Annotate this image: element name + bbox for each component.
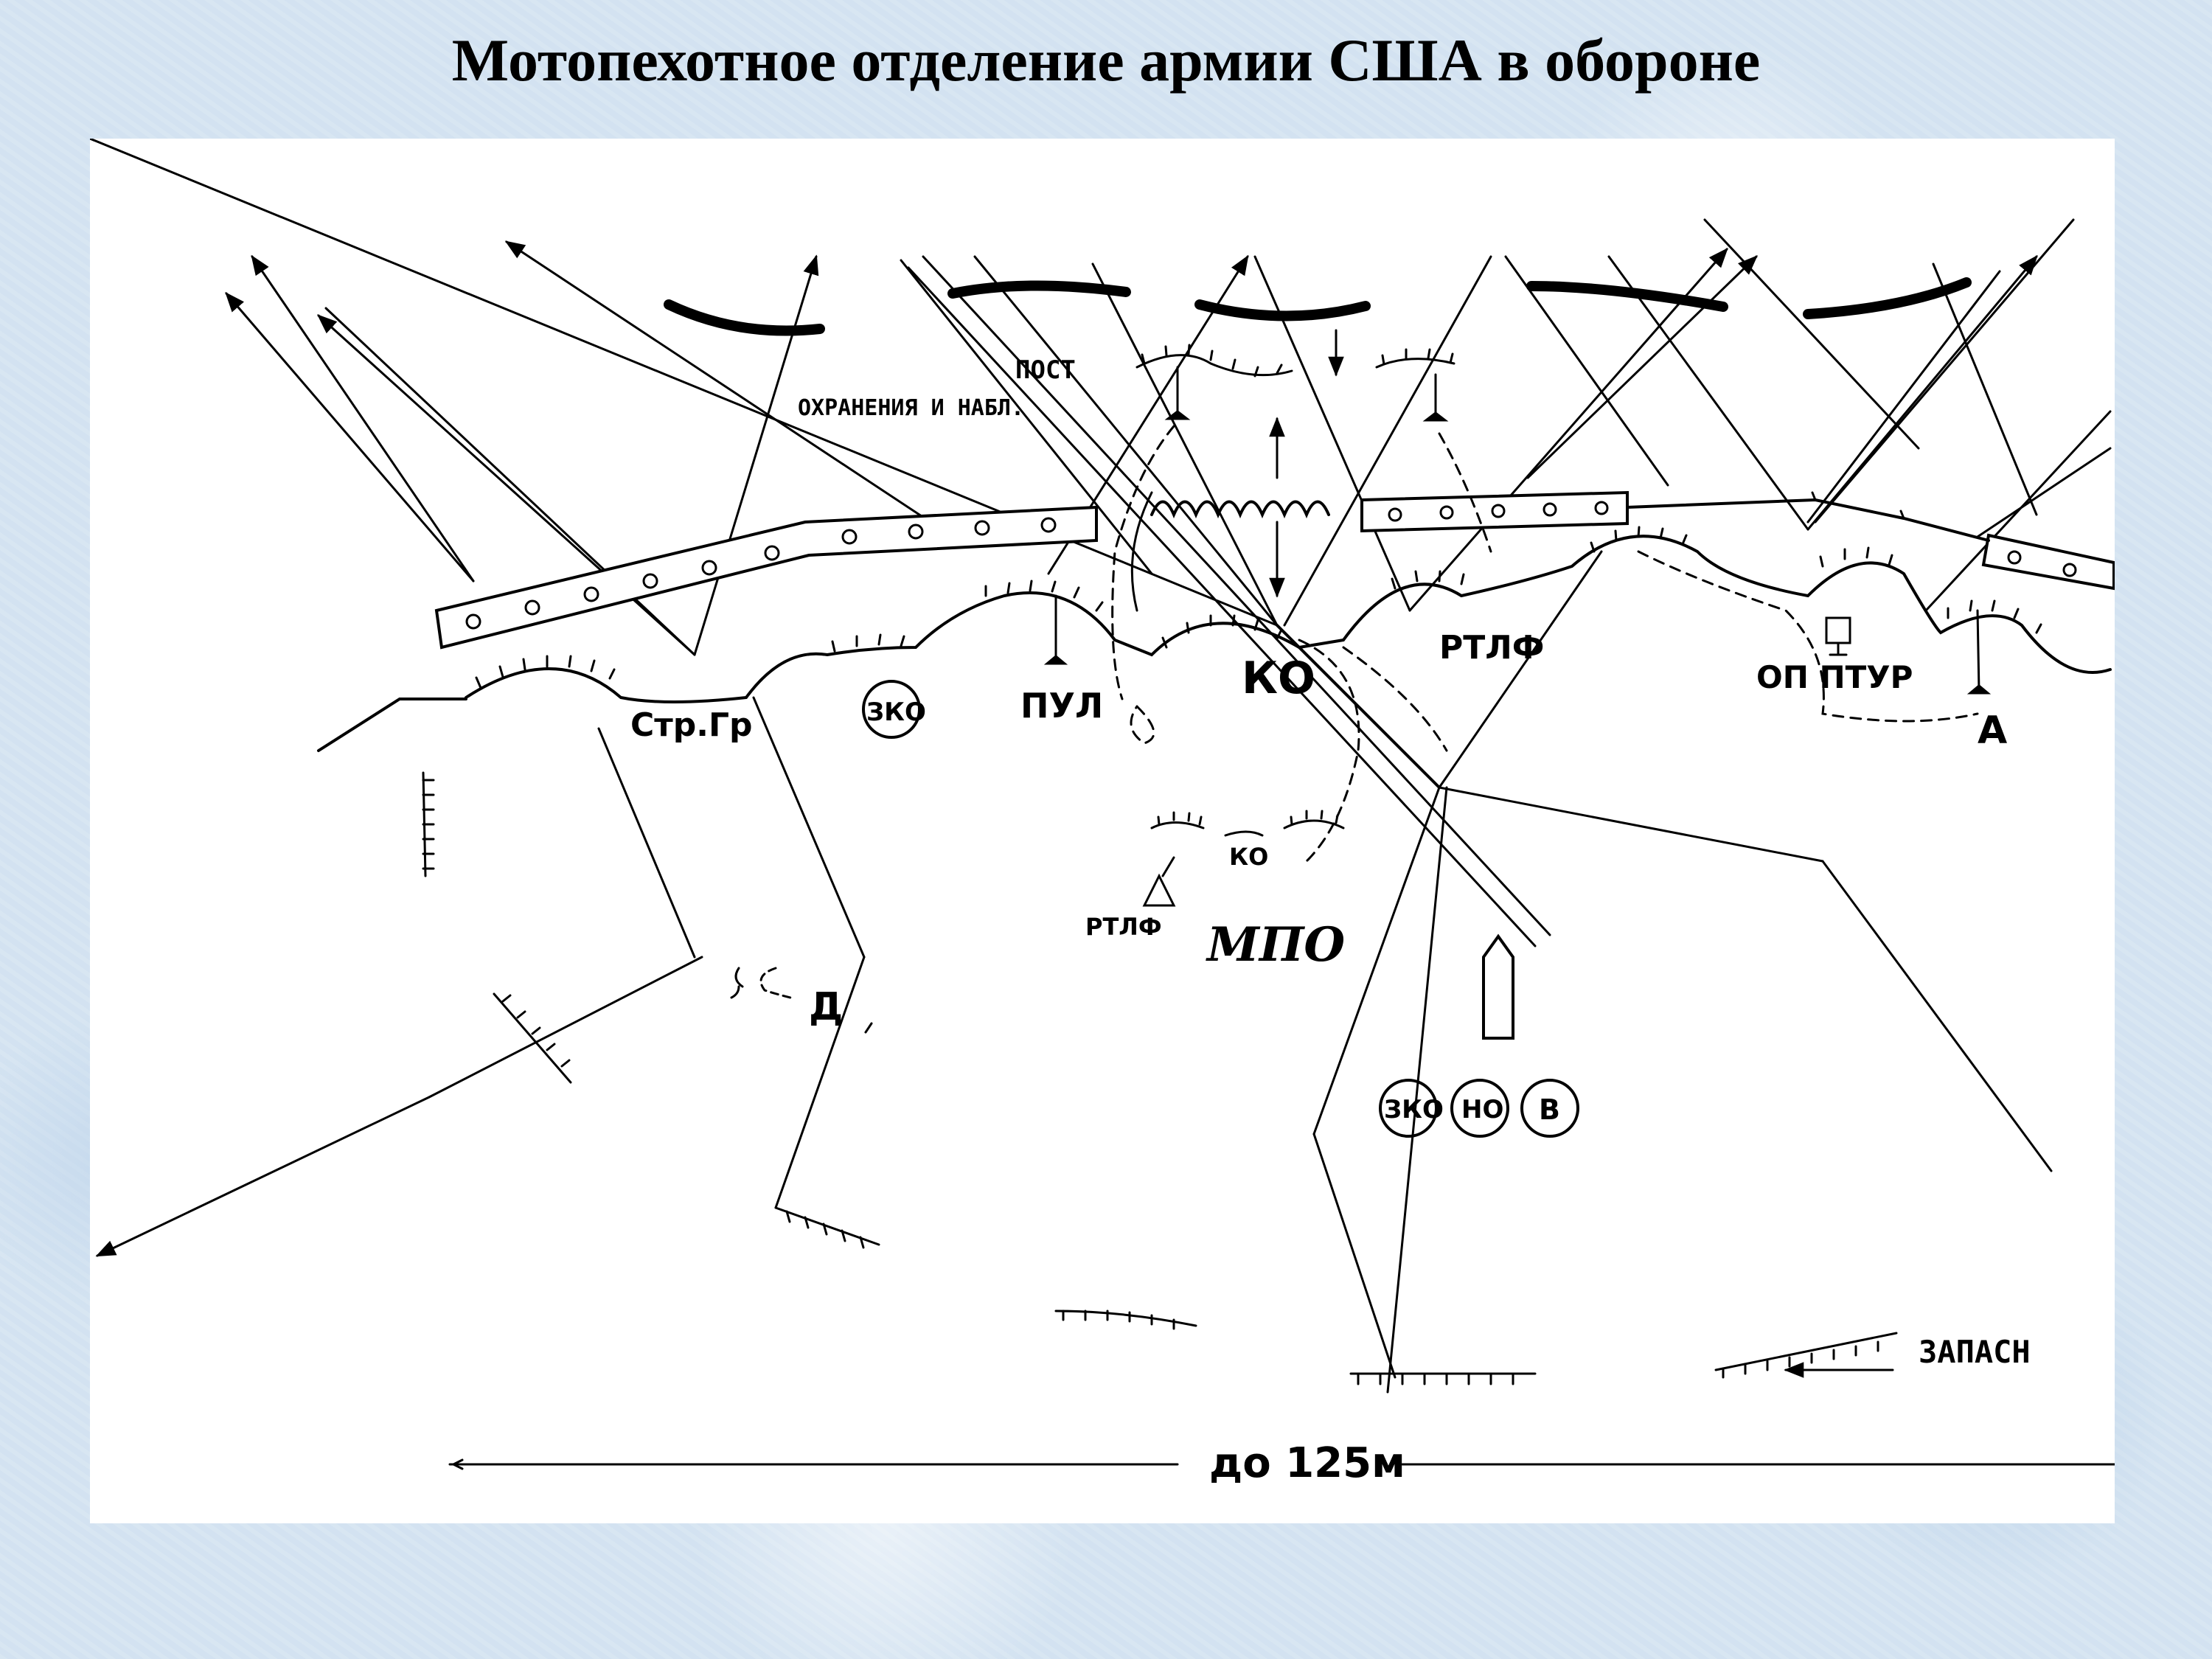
label-zko: ЗКО [866,698,926,727]
label-ko: КО [1242,653,1315,704]
atgm-position-icon [1825,616,1851,656]
communication-trench [907,255,1551,947]
parapet-ticks [475,526,2042,689]
vehicle-apc [1482,933,1514,1040]
label-ko-small: КО [1229,843,1268,871]
label-v: В [1539,1093,1560,1126]
label-mpo: МПО [1206,917,1345,973]
label-post-line2: ОХРАНЕНИЯ И НАБЛ. [798,395,1024,421]
diagram-labels: ПОСТ ОХРАНЕНИЯ И НАБЛ. Стр.Гр ЗКО ПУЛ КО… [630,355,2031,1487]
secondary-positions [1142,810,1345,907]
label-rtlf-small: РТЛФ [1085,913,1162,941]
observation-post [1130,329,1455,612]
diagram-panel: ПОСТ ОХРАНЕНИЯ И НАБЛ. Стр.Гр ЗКО ПУЛ КО… [90,139,2115,1523]
label-str-gr: Стр.Гр [630,706,753,744]
scale-line [448,1458,2115,1470]
label-d: Д [809,985,843,1029]
left-flank-trenches [422,771,873,1084]
rear-lines [95,550,2053,1394]
label-op-ptur: ОП ПТУР [1756,659,1913,695]
dashed-routes [1111,425,1979,863]
label-no: НО [1461,1095,1503,1124]
main-position-line [317,535,2112,789]
label-pul: ПУЛ [1020,686,1103,726]
minefield-left [434,505,1098,650]
barbed-wire [1150,491,1990,542]
weapon-markers [1043,594,1992,695]
label-zko-2: ЗКО [1384,1095,1444,1124]
label-rtlf: РТЛФ [1439,629,1544,667]
minefield-right [1981,533,2115,591]
rear-trenches [774,1206,1898,1385]
minefield-center [1360,490,1629,533]
circle-symbols [862,680,1579,1138]
fire-sector-lines [90,139,2112,656]
label-distance: до 125м [1209,1439,1405,1487]
label-a: А [1978,709,2007,753]
label-zapasn: ЗАПАСН [1919,1334,2031,1370]
label-post-line1: ПОСТ [1015,355,1076,385]
slide-title: Мотопехотное отделение армии США в оборо… [451,27,1761,94]
defense-diagram: ПОСТ ОХРАНЕНИЯ И НАБЛ. Стр.Гр ЗКО ПУЛ КО… [90,139,2115,1487]
obstacle-arcs [664,277,1972,336]
